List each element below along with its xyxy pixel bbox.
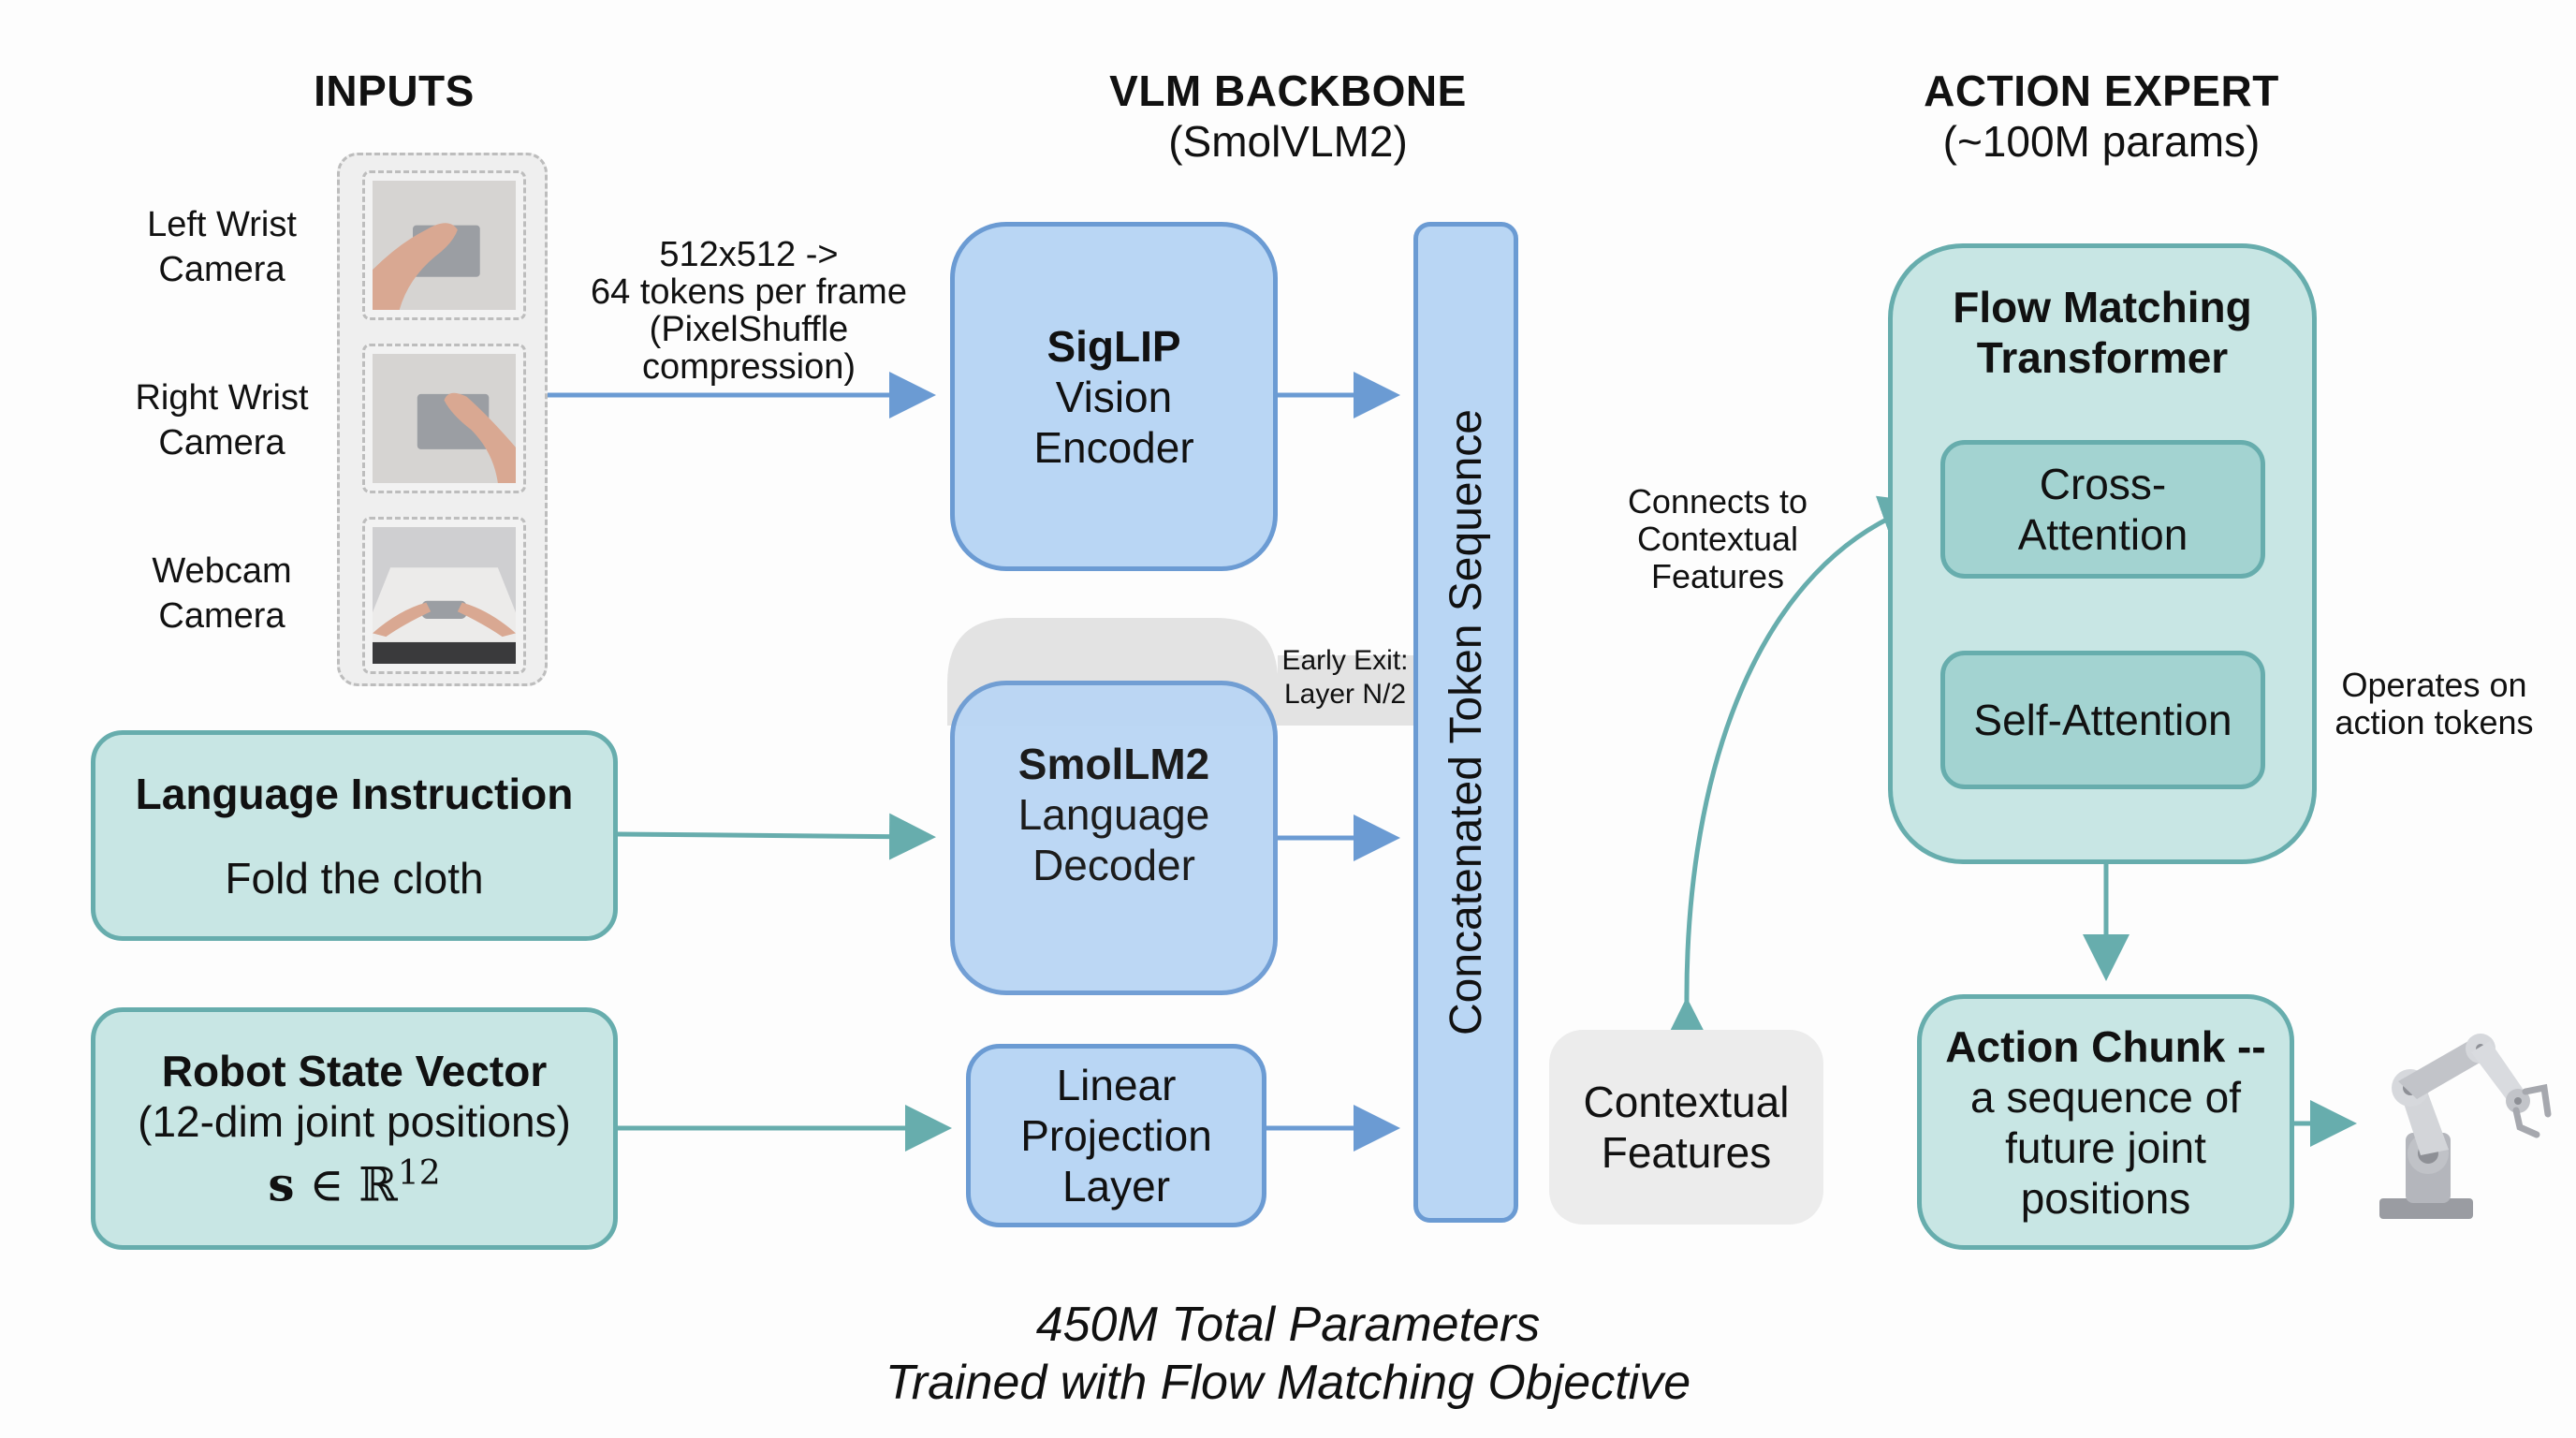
action-chunk-line4: positions xyxy=(2020,1173,2191,1223)
self-attention-label: Self-Attention xyxy=(1973,696,2232,744)
annotation-line: 64 tokens per frame xyxy=(591,272,907,312)
annotation-line: 512x512 -> xyxy=(659,235,839,274)
camera-frame-webcam[interactable] xyxy=(362,517,526,674)
robot-state-title: Robot State Vector xyxy=(161,1046,548,1095)
robot-state-subtitle: (12-dim joint positions) xyxy=(138,1096,571,1146)
early-exit-line: Early Exit: xyxy=(1281,645,1409,676)
action-chunk-line3: future joint xyxy=(2005,1123,2206,1172)
robot-arm-icon xyxy=(2379,1034,2552,1219)
smollm2-title: SmolLM2 xyxy=(1017,740,1210,788)
action-chunk-title: Action Chunk -- xyxy=(1945,1021,2266,1071)
siglip-vision-encoder-box[interactable]: SigLIP Vision Encoder xyxy=(950,222,1278,571)
language-instruction-title: Language Instruction xyxy=(135,769,574,818)
annotation-line: Connects to xyxy=(1627,482,1808,521)
camera-label-left-wrist: Left Wrist Camera xyxy=(91,202,353,292)
robot-state-box[interactable]: Robot State Vector (12-dim joint positio… xyxy=(91,1007,618,1250)
action-chunk-line2: a sequence of xyxy=(1969,1072,2241,1122)
siglip-line3: Encoder xyxy=(1033,422,1194,472)
self-attention-block[interactable]: Self-Attention xyxy=(1940,651,2265,789)
annotation-line: compression) xyxy=(641,347,856,387)
footer-training-objective: Trained with Flow Matching Objective xyxy=(885,1356,1691,1410)
wrist-camera-image xyxy=(373,181,516,310)
action-expert-heading: ACTION EXPERT xyxy=(1924,66,2279,115)
camera-panel xyxy=(337,153,548,686)
smollm2-language-decoder-box[interactable]: SmolLM2 Language Decoder xyxy=(950,681,1278,995)
siglip-line2: Vision xyxy=(1055,372,1173,421)
camera-label-line: Left Wrist xyxy=(147,205,297,244)
cross-attention-line2: Attention xyxy=(2017,510,2188,559)
inputs-heading: INPUTS xyxy=(314,66,475,115)
vlm-backbone-heading: VLM BACKBONE xyxy=(1109,66,1467,115)
footer-total-parameters: 450M Total Parameters xyxy=(1035,1298,1541,1352)
operates-annotation: Operates on action tokens xyxy=(2320,667,2549,741)
smollm2-line3: Decoder xyxy=(1032,841,1195,889)
token-sequence-label: Concatenated Token Sequence xyxy=(1441,409,1491,1035)
early-exit-line: Layer N/2 xyxy=(1283,679,1407,710)
formula-symbol: s xyxy=(268,1156,295,1212)
connects-annotation: Connects to Contextual Features xyxy=(1591,483,1844,595)
action-chunk-box[interactable]: Action Chunk -- a sequence of future joi… xyxy=(1917,994,2294,1250)
linear-projection-layer-box[interactable]: Linear Projection Layer xyxy=(966,1044,1266,1227)
siglip-title: SigLIP xyxy=(1046,321,1181,371)
cross-attention-block[interactable]: Cross- Attention xyxy=(1940,440,2265,579)
arrow-contextual-cross-attention xyxy=(1663,495,1928,1045)
transformer-title-line1: Flow Matching xyxy=(1953,283,2252,331)
camera-label-line: Camera xyxy=(158,423,285,462)
transformer-title-line2: Transformer xyxy=(1976,333,2229,382)
camera-label-line: Camera xyxy=(158,250,285,289)
contextual-features-box[interactable]: Contextual Features xyxy=(1549,1030,1823,1225)
projection-line1: Linear xyxy=(1056,1061,1177,1109)
camera-label-line: Camera xyxy=(158,596,285,636)
camera-label-webcam: Webcam Camera xyxy=(91,549,353,638)
annotation-line: action tokens xyxy=(2334,703,2534,741)
annotation-line: Operates on xyxy=(2341,666,2527,704)
annotation-line: Contextual xyxy=(1636,520,1799,558)
smollm2-line2: Language xyxy=(1017,790,1210,839)
language-instruction-box[interactable]: Language Instruction Fold the cloth xyxy=(91,730,618,941)
cross-attention-line1: Cross- xyxy=(2039,460,2167,508)
action-expert-subheading: (~100M params) xyxy=(1942,117,2261,166)
wrist-camera-image xyxy=(373,354,516,483)
camera-label-line: Right Wrist xyxy=(135,378,309,418)
contextual-line2: Features xyxy=(1601,1128,1772,1177)
camera-frame-right-wrist[interactable] xyxy=(362,344,526,493)
annotation-line: (PixelShuffle xyxy=(649,310,849,349)
formula-relation: ∈ xyxy=(309,1157,344,1212)
camera-token-annotation: 512x512 -> 64 tokens per frame (PixelShu… xyxy=(571,236,927,386)
formula-set: ℝ xyxy=(359,1157,398,1212)
language-instruction-value: Fold the cloth xyxy=(225,853,484,902)
camera-label-line: Webcam xyxy=(152,551,292,591)
vlm-backbone-subheading: (SmolVLM2) xyxy=(1168,117,1408,166)
concatenated-token-sequence-box[interactable]: Concatenated Token Sequence xyxy=(1413,222,1518,1223)
camera-label-right-wrist: Right Wrist Camera xyxy=(91,375,353,465)
early-exit-label: Early Exit: Layer N/2 xyxy=(1275,644,1415,712)
annotation-line: Features xyxy=(1650,557,1785,595)
webcam-image xyxy=(373,527,516,664)
formula-exponent: 12 xyxy=(397,1153,441,1193)
robot-state-formula: s ∈ ℝ12 xyxy=(268,1154,440,1212)
arrow-language-to-smollm xyxy=(617,813,936,860)
camera-frame-left-wrist[interactable] xyxy=(362,170,526,320)
contextual-line1: Contextual xyxy=(1583,1078,1790,1126)
projection-line3: Layer xyxy=(1061,1162,1171,1211)
projection-line2: Projection xyxy=(1020,1111,1212,1160)
